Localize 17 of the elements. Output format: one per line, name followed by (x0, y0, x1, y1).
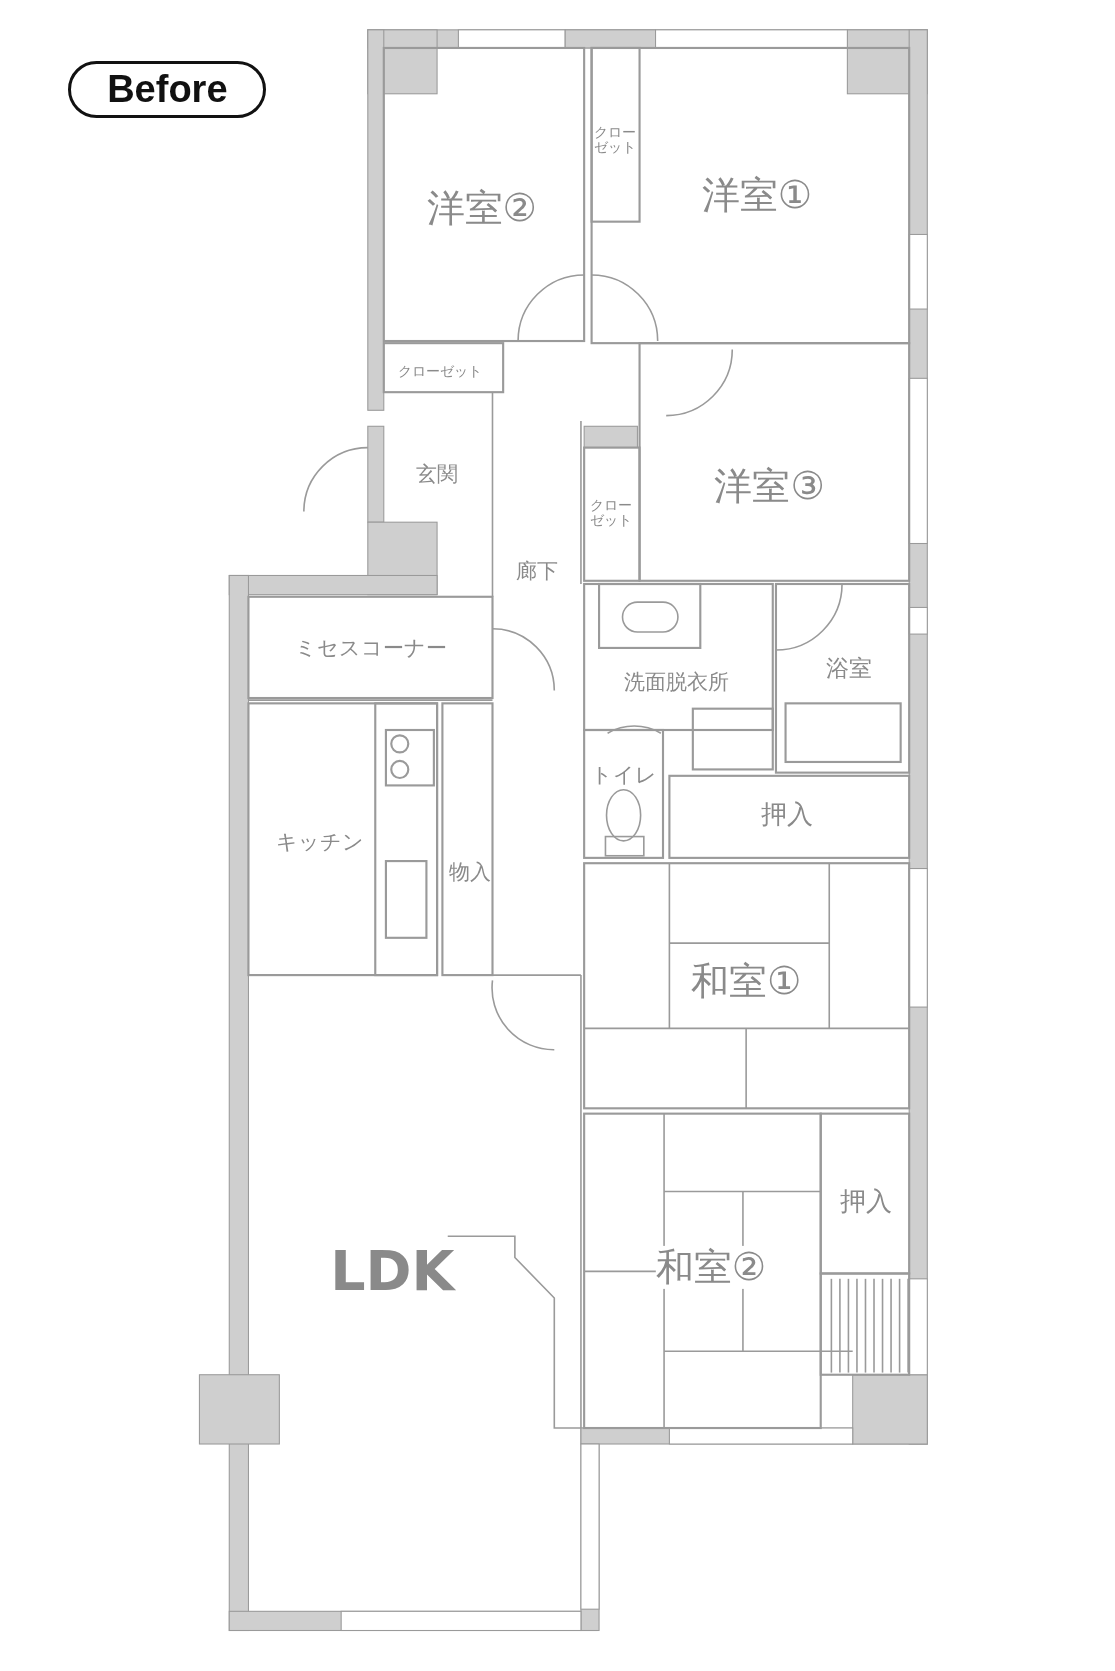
room-label: 押入 (760, 800, 813, 829)
room-label: トイレ (590, 763, 657, 787)
room-label: 和室① (691, 959, 802, 1002)
room-label: 浴室 (825, 656, 872, 683)
room-label: 押入 (839, 1187, 892, 1216)
title-badge: Before (68, 60, 267, 119)
room-label: クローゼット (398, 364, 483, 380)
room-label: 洗面脱衣所 (624, 670, 730, 694)
room-label: 物入 (449, 860, 492, 884)
room-label: 和室② (655, 1246, 767, 1289)
room-label: クローゼット (588, 497, 633, 528)
room-label: 洋室② (426, 186, 537, 229)
room-label: キッチン (275, 830, 364, 854)
room-label: ミセスコーナー (294, 636, 447, 660)
room-label: 廊下 (516, 559, 559, 584)
room-label: 玄関 (416, 462, 459, 487)
room-label: クローゼット (593, 124, 638, 155)
